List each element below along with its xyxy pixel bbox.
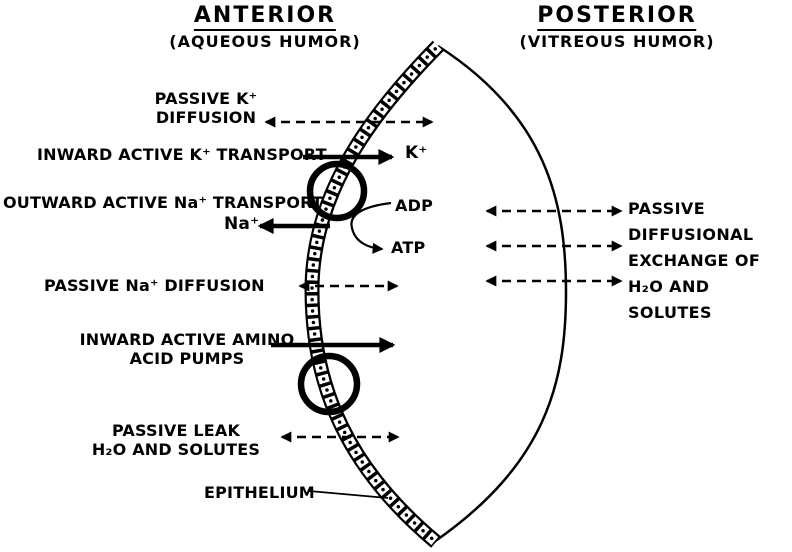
passive-k-diffusion-label: PASSIVE K⁺ DIFFUSION [154, 89, 258, 127]
adp-label: ADP [395, 196, 433, 215]
membrane-cell-nuclei [310, 44, 440, 544]
passive-leak-label: PASSIVE LEAK H₂O AND SOLUTES [91, 421, 261, 459]
lens-posterior-outline [433, 44, 568, 544]
epithelium-pointer-line [308, 490, 389, 499]
posterior-subtitle: (VITREOUS HUMOR) [519, 32, 715, 51]
anterior-title: ANTERIOR [193, 4, 337, 31]
posterior-exchange-label: PASSIVE DIFFUSIONAL EXCHANGE OF H₂O AND … [628, 199, 761, 322]
atp-label: ATP [391, 238, 426, 257]
anterior-subtitle: (AQUEOUS HUMOR) [169, 32, 361, 51]
k-ion-label: K⁺ [405, 143, 428, 163]
epithelium-membrane [304, 40, 444, 548]
passive-na-diffusion-label: PASSIVE Na⁺ DIFFUSION [44, 276, 265, 295]
epithelium-label: EPITHELIUM [204, 483, 315, 502]
amino-acid-pump-circle [297, 352, 361, 416]
atp-adp-cycle-arrow [350, 201, 392, 254]
posterior-title: POSTERIOR [537, 4, 697, 31]
amino-acid-pumps-label: INWARD ACTIVE AMINO ACID PUMPS [79, 330, 295, 368]
na-k-pump-circle [306, 160, 368, 222]
outward-active-na-transport-label: OUTWARD ACTIVE Na⁺ TRANSPORT [3, 193, 324, 212]
na-ion-label: Na⁺ [224, 214, 260, 234]
inward-active-k-transport-label: INWARD ACTIVE K⁺ TRANSPORT [37, 145, 327, 164]
